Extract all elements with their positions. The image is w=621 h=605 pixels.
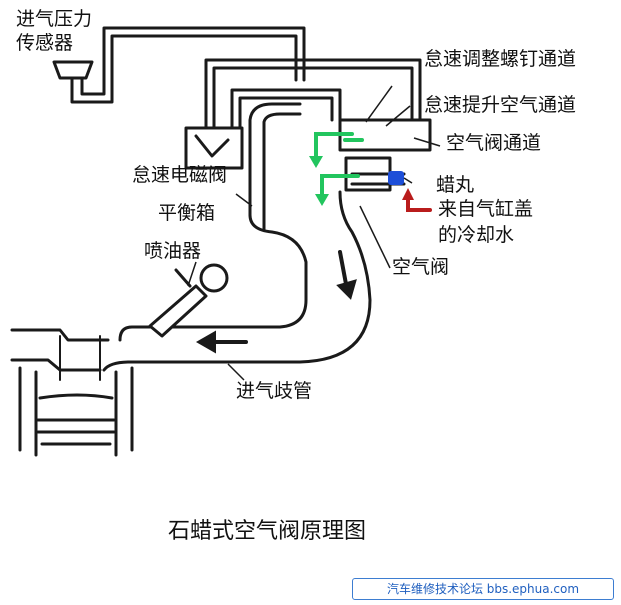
label-idle-screw-passage: 怠速调整螺钉通道	[424, 48, 577, 70]
diagram-title: 石蜡式空气阀原理图	[168, 519, 367, 544]
label-air-valve-passage: 空气阀通道	[446, 132, 542, 154]
wax-pellet-mark	[388, 171, 404, 185]
label-map-sensor-2: 传感器	[16, 32, 74, 54]
label-idle-solenoid: 怠速电磁阀	[132, 164, 228, 186]
coolant-arrow	[406, 194, 432, 212]
label-idle-up-passage: 怠速提升空气通道	[424, 94, 577, 116]
leader-lines	[187, 85, 441, 381]
label-plenum: 平衡箱	[158, 202, 216, 224]
engine-schematic	[10, 26, 432, 457]
label-air-valve: 空气阀	[392, 256, 450, 278]
label-injector: 喷油器	[144, 240, 202, 262]
label-coolant-2: 的冷却水	[438, 224, 515, 246]
label-map-sensor-1: 进气压力	[16, 8, 93, 30]
airflow-arrowheads	[309, 156, 329, 206]
label-wax-pellet: 蜡丸	[436, 174, 475, 196]
label-coolant-1: 来自气缸盖	[438, 198, 534, 220]
flow-direction-arrows	[195, 250, 357, 354]
label-intake-manifold: 进气歧管	[236, 380, 313, 402]
airflow-arrows	[314, 132, 364, 198]
watermark: 汽车维修技术论坛 bbs.ephua.com	[352, 578, 614, 600]
